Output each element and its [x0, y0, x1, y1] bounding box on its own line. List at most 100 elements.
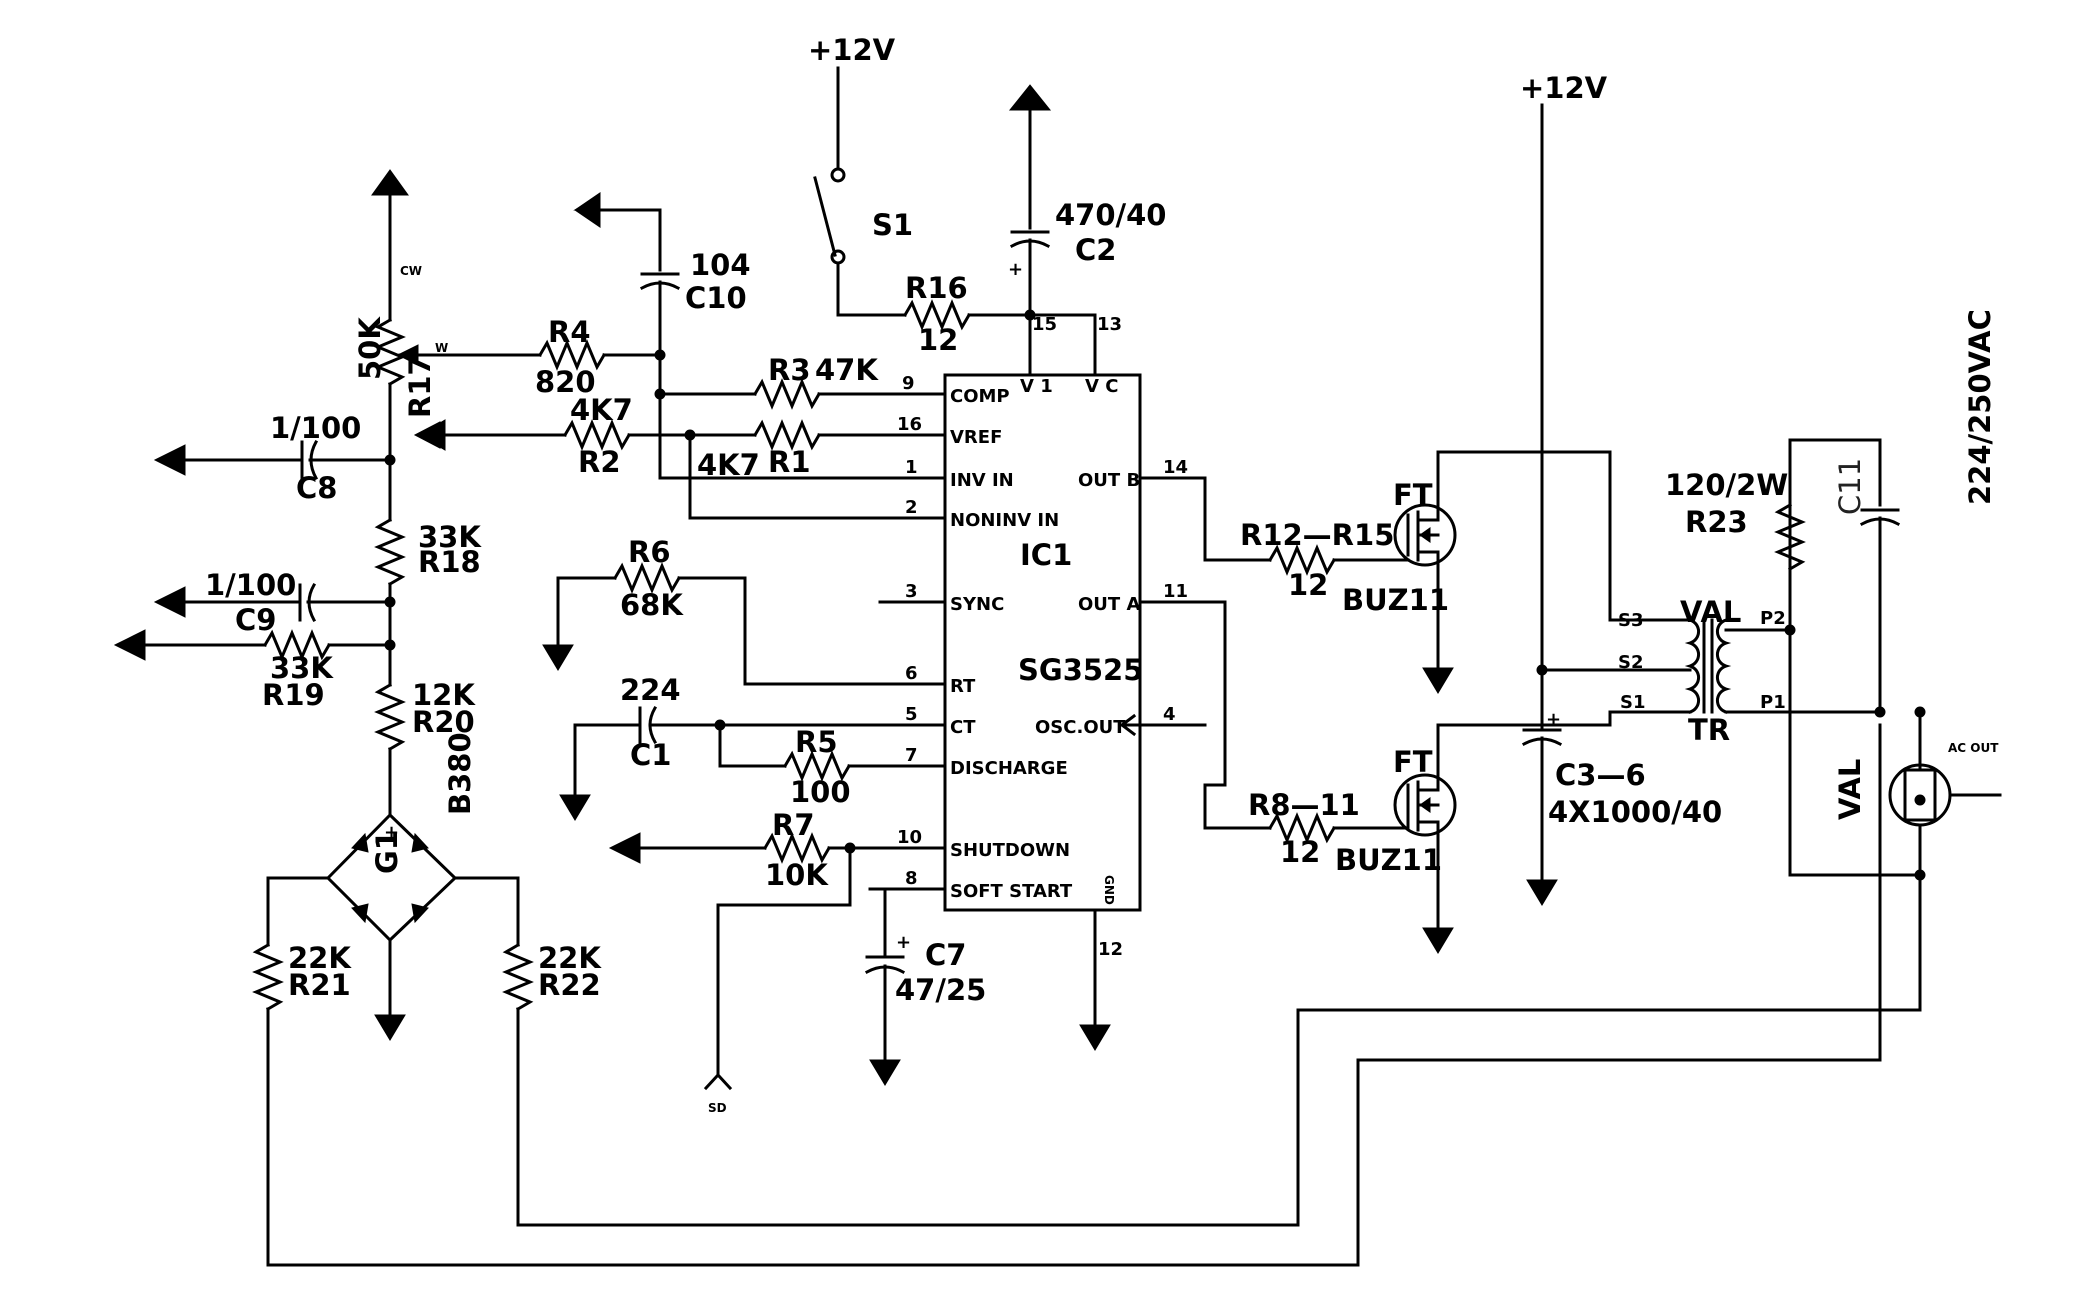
svg-text:SOFT START: SOFT START	[950, 881, 1073, 902]
svg-text:INV IN: INV IN	[950, 470, 1014, 491]
svg-text:68K: 68K	[620, 588, 684, 622]
svg-text:R1: R1	[768, 445, 811, 479]
resistor-r3: R3 47K	[658, 353, 879, 410]
svg-text:CW: CW	[400, 264, 422, 278]
resistor-r12-r15: R12—R15 12	[1203, 476, 1397, 602]
svg-text:C1: C1	[630, 738, 671, 772]
switch-s1: S1	[813, 176, 913, 317]
resistor-r6: R6 68K	[542, 535, 872, 686]
ic1-pin-rt: 6 RT	[868, 663, 976, 697]
svg-text:8: 8	[905, 868, 918, 889]
svg-text:470/40: 470/40	[1055, 198, 1166, 232]
ic1-pin-v1: 15 V 1	[1020, 313, 1057, 397]
svg-text:OUT A: OUT A	[1078, 594, 1140, 615]
svg-text:BUZ11: BUZ11	[1335, 843, 1442, 877]
svg-text:100: 100	[790, 775, 851, 809]
svg-text:+12V: +12V	[808, 33, 896, 67]
svg-text:C9: C9	[235, 603, 276, 637]
svg-text:22K: 22K	[538, 941, 602, 975]
capacitor-c7: + C7 47/25	[864, 887, 986, 1086]
svg-text:SD: SD	[708, 1101, 727, 1115]
resistor-r16: R16 12	[902, 271, 1097, 357]
svg-text:SYNC: SYNC	[950, 594, 1004, 615]
svg-text:1: 1	[905, 457, 918, 478]
ic1-pin-out-a: 11 OUT A	[1078, 581, 1227, 615]
svg-text:R21: R21	[288, 968, 351, 1002]
svg-text:12: 12	[1280, 835, 1320, 869]
ic1-pin-noninv-in: 2 NONINV IN	[868, 497, 1059, 531]
svg-text:B380: B380	[443, 732, 477, 815]
capacitor-c1: 224 C1	[559, 673, 872, 821]
supply-12v-right: +12V + C3—6 4X1000/40	[1520, 71, 1722, 906]
ic1-pin-inv-in: 1 INV IN	[868, 457, 1014, 491]
svg-text:2: 2	[905, 497, 918, 518]
svg-text:OSC.OUT: OSC.OUT	[1035, 717, 1126, 738]
svg-text:5: 5	[905, 704, 918, 725]
svg-text:R12—R15: R12—R15	[1240, 518, 1394, 552]
svg-text:13: 13	[1097, 314, 1122, 335]
svg-text:10: 10	[897, 827, 922, 848]
svg-text:4K7: 4K7	[697, 448, 760, 482]
svg-text:R22: R22	[538, 968, 601, 1002]
svg-text:DISCHARGE: DISCHARGE	[950, 758, 1068, 779]
resistor-r21: 22K R21	[252, 723, 1882, 1267]
svg-text:224/250VAC: 224/250VAC	[1963, 309, 1997, 505]
svg-text:R18: R18	[418, 545, 481, 579]
svg-text:12: 12	[918, 323, 958, 357]
svg-text:10K: 10K	[765, 858, 829, 892]
potentiometer-r17: 50K R17 CW	[353, 169, 437, 522]
svg-text:+: +	[1546, 709, 1561, 730]
resistor-r5: R5 100	[718, 723, 872, 809]
svg-text:4X1000/40: 4X1000/40	[1548, 795, 1722, 829]
capacitor-c2: + 470/40 C2	[1008, 84, 1166, 317]
svg-text:AC OUT: AC OUT	[1948, 741, 1999, 755]
ic1-pin-gnd: GND 12	[1079, 875, 1123, 1051]
svg-text:9: 9	[902, 373, 915, 394]
svg-text:C2: C2	[1075, 233, 1116, 267]
svg-text:12: 12	[1288, 568, 1328, 602]
svg-text:12K: 12K	[412, 678, 476, 712]
svg-text:R16: R16	[905, 271, 968, 305]
mosfet-q1: FT BUZ11	[1342, 450, 1457, 694]
svg-text:FT: FT	[1393, 478, 1433, 512]
svg-text:R6: R6	[628, 535, 671, 569]
svg-text:1/100: 1/100	[205, 568, 296, 602]
svg-text:R7: R7	[772, 808, 815, 842]
svg-text:33K: 33K	[418, 520, 482, 554]
val-box: VAL	[1788, 628, 1926, 881]
ac-out-socket: AC OUT	[1888, 706, 2002, 877]
svg-text:BUZ11: BUZ11	[1342, 583, 1449, 617]
svg-text:P2: P2	[1760, 608, 1786, 629]
svg-text:22K: 22K	[288, 941, 352, 975]
svg-text:16: 16	[897, 414, 922, 435]
supply-12v-left: +12V	[808, 33, 896, 183]
bridge-g1: + G1 B380	[325, 732, 477, 1041]
svg-text:+: +	[1008, 259, 1023, 280]
svg-text:RT: RT	[950, 676, 976, 697]
ic1-pin-osc-out: 4 OSC.OUT	[1035, 704, 1207, 738]
ic1-pin-out-b: 14 OUT B	[1078, 457, 1207, 491]
svg-text:SHUTDOWN: SHUTDOWN	[950, 840, 1070, 861]
svg-text:C7: C7	[925, 938, 966, 972]
resistor-r19: 33K R19	[113, 629, 396, 712]
svg-text:7: 7	[905, 745, 918, 766]
resistor-r2: 4K7 R2	[419, 393, 692, 479]
svg-text:R4: R4	[548, 315, 591, 349]
mosfet-q2: FT BUZ11	[1335, 723, 1457, 954]
capacitor-c11: C11 224/250VAC	[1788, 309, 1997, 718]
svg-text:12: 12	[1098, 939, 1123, 960]
ic1-pin-soft-start: 8 SOFT START	[868, 868, 1073, 902]
svg-text:4: 4	[1163, 704, 1176, 725]
resistor-r7: SD R7 10K	[608, 808, 872, 1115]
svg-text:+: +	[384, 822, 399, 843]
svg-text:120/2W: 120/2W	[1665, 468, 1788, 502]
ic1-pin-ct: 5 CT	[868, 704, 976, 738]
svg-text:+12V: +12V	[1520, 71, 1608, 105]
svg-text:TR: TR	[1688, 713, 1730, 747]
svg-text:FT: FT	[1393, 745, 1433, 779]
svg-text:CT: CT	[950, 717, 976, 738]
svg-text:S1: S1	[1620, 692, 1646, 713]
ic1-pin-vc: 13 V C	[1085, 313, 1122, 397]
svg-text:4K7: 4K7	[570, 393, 633, 427]
